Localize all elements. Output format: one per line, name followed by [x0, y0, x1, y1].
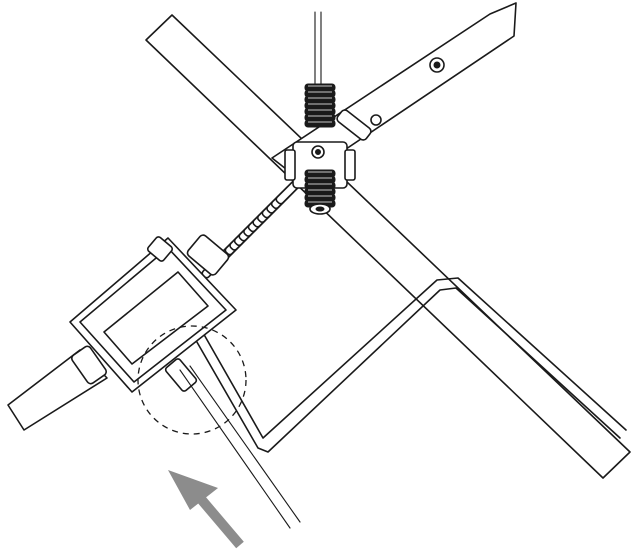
mounting-hole-icon — [370, 114, 382, 126]
lower-threaded-nut — [304, 169, 336, 208]
mounting-arm-lower — [7, 345, 108, 431]
mounting-arm-long — [145, 14, 631, 479]
cable-top — [314, 11, 322, 86]
connector-window — [103, 271, 209, 365]
side-clip — [336, 109, 372, 141]
connector-housing — [69, 234, 301, 529]
cable-loop — [189, 277, 627, 453]
detail-circle — [137, 325, 247, 435]
threaded-clamp-assembly — [284, 83, 372, 215]
thread-rib — [304, 119, 336, 128]
insertion-arrow — [168, 470, 244, 549]
upper-threaded-nut — [304, 83, 336, 128]
connector-end-cap — [186, 234, 230, 276]
